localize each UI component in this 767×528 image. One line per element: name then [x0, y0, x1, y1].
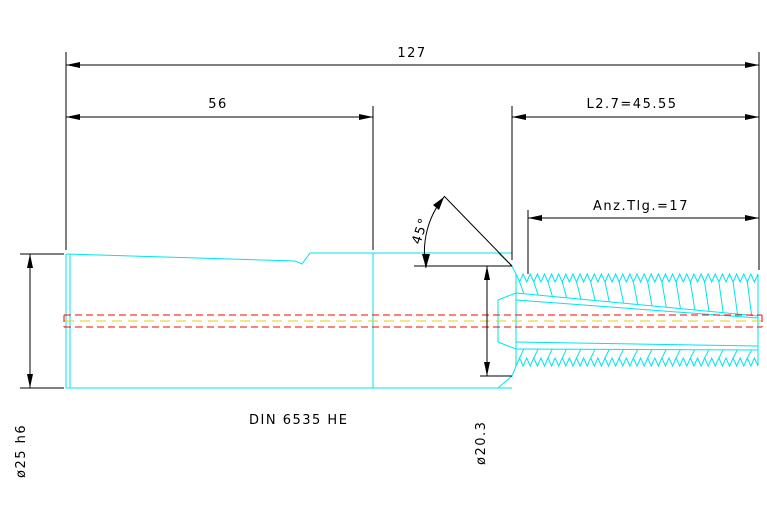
thread-flank-line: [746, 281, 753, 316]
thread-flank-line: [618, 281, 624, 303]
thread-flank-line: [576, 349, 582, 359]
thread-flank-line: [576, 281, 582, 299]
shank-diameter-label: ø25 h6: [14, 424, 29, 478]
shank-length-label: 56: [208, 97, 228, 112]
neck-diameter-label: ø20.3: [474, 421, 489, 465]
thread-flank-line: [732, 281, 738, 314]
thread-flank-line: [547, 348, 553, 359]
thread-flank-line: [661, 281, 667, 307]
thread-flank-line: [746, 349, 753, 359]
thread-flank-line: [718, 349, 724, 359]
thread-flank-line: [704, 281, 710, 311]
thread-flank-line: [604, 349, 610, 359]
thread-flank-line: [604, 281, 610, 302]
thread-flank-line: [732, 349, 738, 359]
dimension-chamfer-angle: 45°: [410, 195, 513, 269]
thread-flank-line: [632, 349, 639, 359]
thread-flank-line: [561, 348, 567, 359]
thread-flank-line: [519, 348, 525, 359]
dimension-neck-diameter: ø20.3: [414, 265, 512, 465]
thread-flank-line: [647, 281, 653, 306]
thread-flanks: [519, 281, 753, 359]
thread-flank-line: [689, 281, 696, 310]
thread-profile-top: [515, 272, 759, 284]
thread-flank-line: [590, 349, 596, 359]
thread-flank-line: [704, 349, 710, 359]
thread-flank-line: [533, 348, 539, 359]
dimension-thread-length: L2.7=45.55: [511, 97, 759, 260]
thread-flank-line: [590, 281, 596, 301]
centerlines: [63, 314, 763, 328]
thread-flank-line: [533, 281, 539, 295]
thread-length-label: L2.7=45.55: [586, 97, 677, 112]
chamfer-angle-label: 45°: [410, 215, 433, 246]
thread-section: [515, 272, 759, 368]
dimension-shank: 56: [66, 97, 374, 250]
dimension-thread-count: Anz.Tlg.=17: [527, 199, 759, 274]
thread-flank-line: [661, 349, 667, 359]
thread-flank-line: [718, 281, 724, 313]
thread-count-label: Anz.Tlg.=17: [593, 199, 689, 214]
thread-flank-line: [647, 349, 653, 359]
standard-label: DIN 6535 HE: [249, 413, 348, 428]
dimension-shank-diameter: ø25 h6: [14, 253, 64, 478]
thread-flank-line: [618, 349, 624, 359]
dimension-overall: 127: [65, 46, 760, 270]
thread-flank-line: [689, 349, 696, 359]
thread-flank-line: [547, 281, 553, 297]
thread-flank-line: [675, 349, 681, 359]
thread-flank-line: [675, 281, 681, 309]
thread-flank-line: [561, 281, 567, 298]
thread-profile-bottom: [515, 356, 759, 368]
thread-flank-line: [632, 281, 639, 305]
overall-length-label: 127: [397, 46, 426, 61]
thread-flank-line: [519, 281, 525, 294]
